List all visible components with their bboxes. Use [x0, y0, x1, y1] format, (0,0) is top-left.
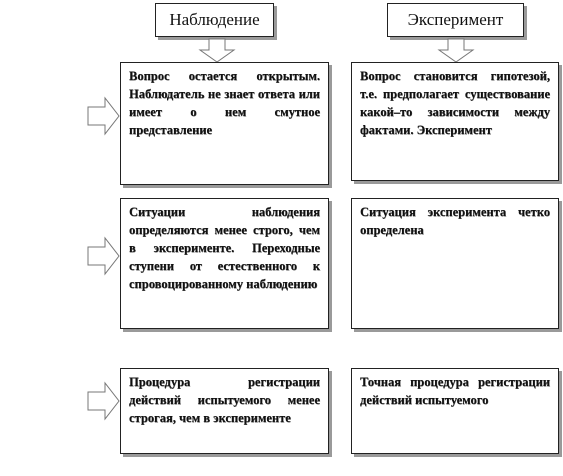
row1-experiment-box: Вопрос становится гипотезой, т.е. предпо…	[351, 62, 559, 181]
right-arrow-icon	[87, 236, 120, 276]
header-observation: Наблюдение	[155, 3, 274, 37]
row2-experiment-box: Ситуация эксперимента четко определена	[351, 198, 559, 329]
row2-observation-box: Ситуации наблюдения определяются менее с…	[120, 198, 329, 329]
row1-observation-box: Вопрос остается открытым. Наблюдатель не…	[120, 62, 329, 185]
right-arrow-icon	[87, 381, 120, 421]
right-arrow-icon	[87, 96, 120, 136]
down-arrow-icon	[437, 38, 475, 63]
row3-experiment-box: Точная процедура регистрации действий ис…	[351, 368, 559, 454]
header-experiment: Эксперимент	[387, 3, 524, 37]
row3-observation-box: Процедура регистрации действий испытуемо…	[120, 368, 329, 454]
down-arrow-icon	[198, 38, 236, 63]
